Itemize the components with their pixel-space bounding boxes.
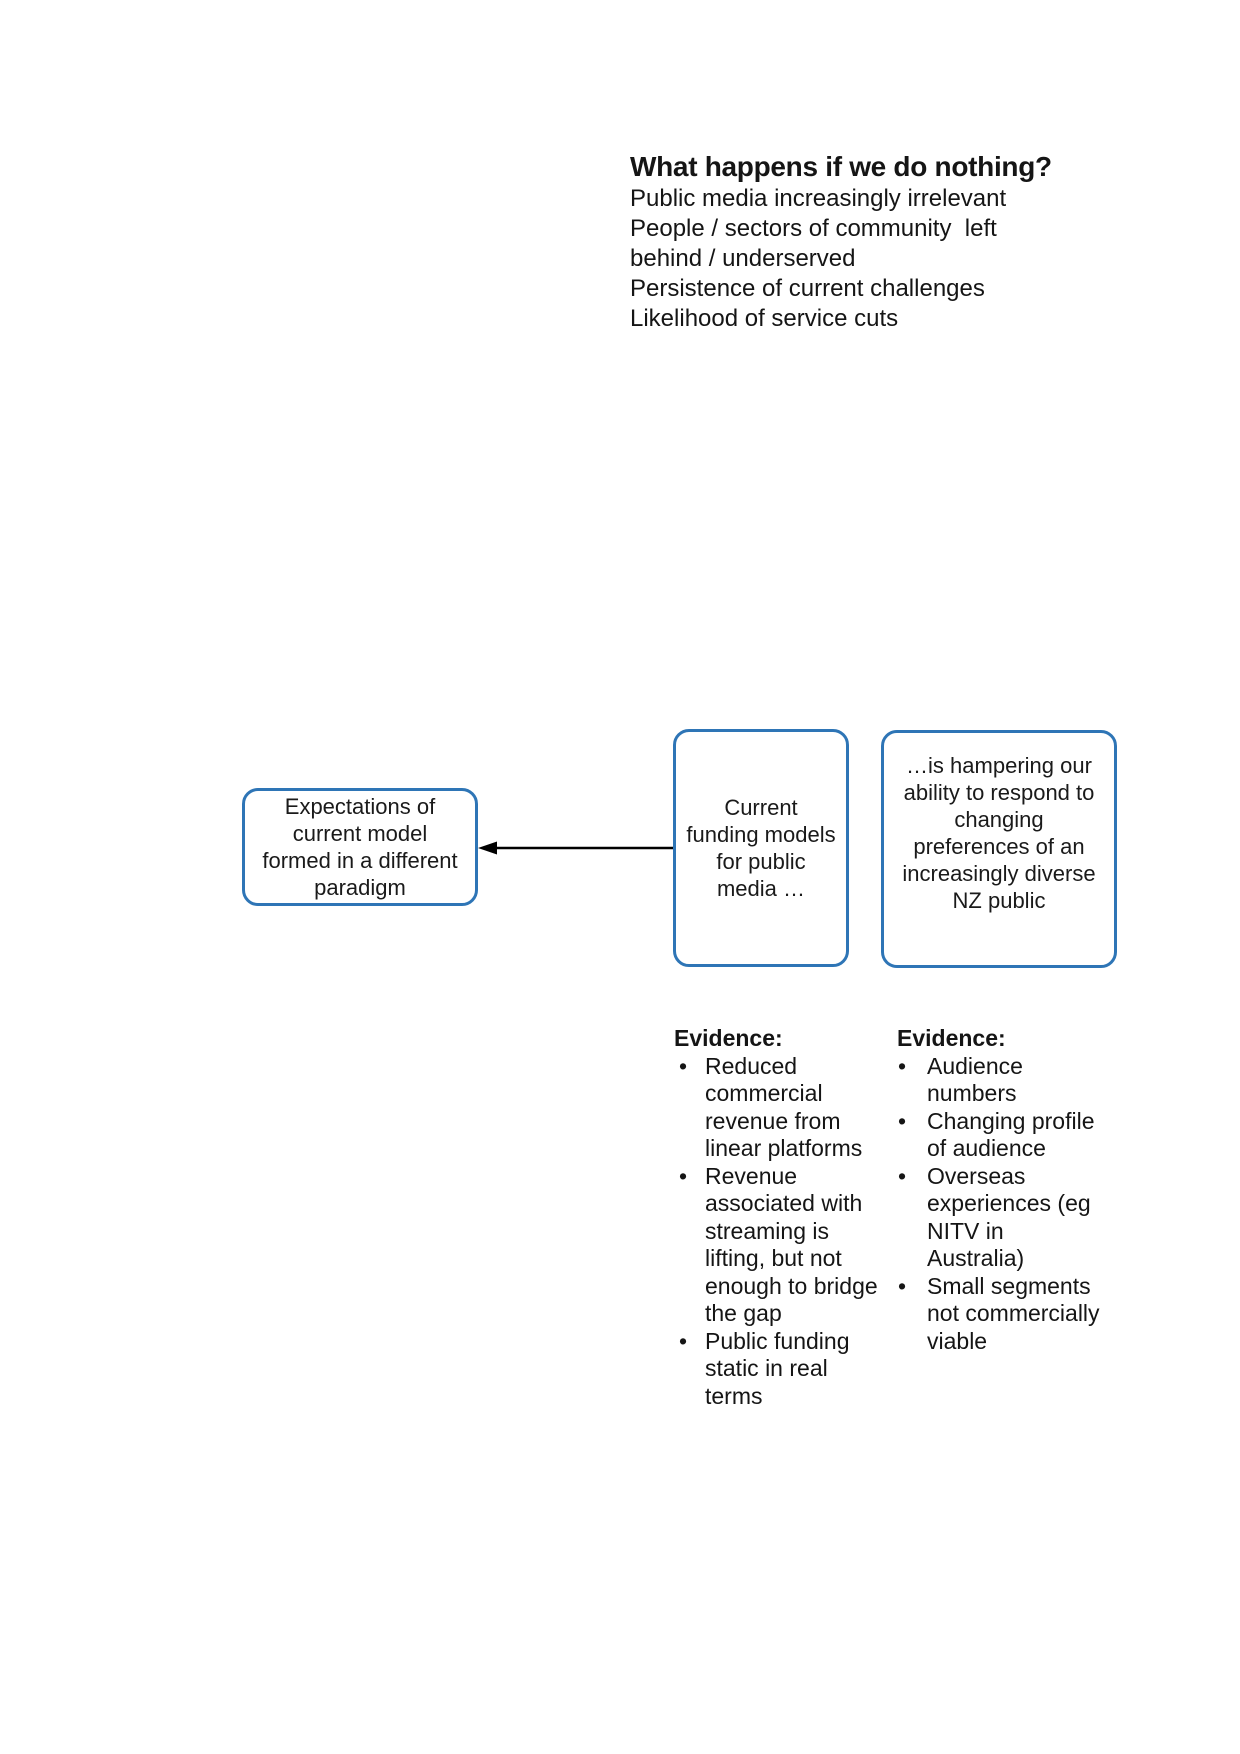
heading-line-2: People / sectors of community left: [630, 215, 997, 242]
list-item: • Changing profile of audience: [897, 1108, 1127, 1163]
list-item: • Small segments not commercially viable: [897, 1273, 1127, 1356]
box-hampering: …is hampering our ability to respond to …: [881, 730, 1117, 968]
evidence-item-text: Public funding static in real terms: [705, 1327, 850, 1409]
bullet-icon: •: [679, 1162, 688, 1189]
evidence-item-text: Revenue associated with streaming is lif…: [705, 1162, 878, 1327]
list-item: • Public funding static in real terms: [674, 1328, 904, 1411]
list-item: • Reduced commercial revenue from linear…: [674, 1053, 904, 1163]
page-title: What happens if we do nothing?: [630, 151, 1052, 182]
box-current-funding-text: Current funding models for public media …: [686, 795, 836, 901]
bullet-icon: •: [898, 1162, 907, 1189]
evidence-label: Evidence:: [674, 1025, 783, 1051]
box-expectations: Expectations of current model formed in …: [242, 788, 478, 906]
list-item: • Audience numbers: [897, 1053, 1127, 1108]
heading-line-5: Likelihood of service cuts: [630, 305, 899, 332]
evidence-item-text: Overseas experiences (eg NITV in Austral…: [927, 1162, 1091, 1272]
heading-line-1: Public media increasingly irrelevant: [630, 185, 1007, 212]
evidence-list-audience: Evidence: • Audience numbers • Changing …: [897, 1025, 1127, 1355]
box-current-funding: Current funding models for public media …: [673, 729, 849, 967]
evidence-list-funding: Evidence: • Reduced commercial revenue f…: [674, 1025, 904, 1410]
evidence-item-text: Changing profile of audience: [927, 1107, 1095, 1162]
evidence-item-text: Small segments not commercially viable: [927, 1272, 1100, 1354]
box-expectations-text: Expectations of current model formed in …: [262, 794, 458, 900]
heading-block: What happens if we do nothing? Public me…: [630, 150, 1100, 334]
bullet-icon: •: [898, 1272, 907, 1299]
bullet-icon: •: [898, 1107, 907, 1134]
arrow-left-icon: [478, 841, 673, 855]
box-hampering-text: …is hampering our ability to respond to …: [902, 753, 1096, 913]
heading-line-4: Persistence of current challenges: [630, 275, 985, 302]
bullet-icon: •: [679, 1052, 688, 1079]
evidence-item-text: Reduced commercial revenue from linear p…: [705, 1052, 863, 1162]
evidence-label: Evidence:: [897, 1025, 1006, 1051]
bullet-icon: •: [679, 1327, 688, 1354]
list-item: • Revenue associated with streaming is l…: [674, 1163, 904, 1328]
list-item: • Overseas experiences (eg NITV in Austr…: [897, 1163, 1127, 1273]
bullet-icon: •: [898, 1052, 907, 1079]
evidence-item-text: Audience numbers: [927, 1052, 1023, 1107]
heading-line-3: behind / underserved: [630, 245, 856, 272]
